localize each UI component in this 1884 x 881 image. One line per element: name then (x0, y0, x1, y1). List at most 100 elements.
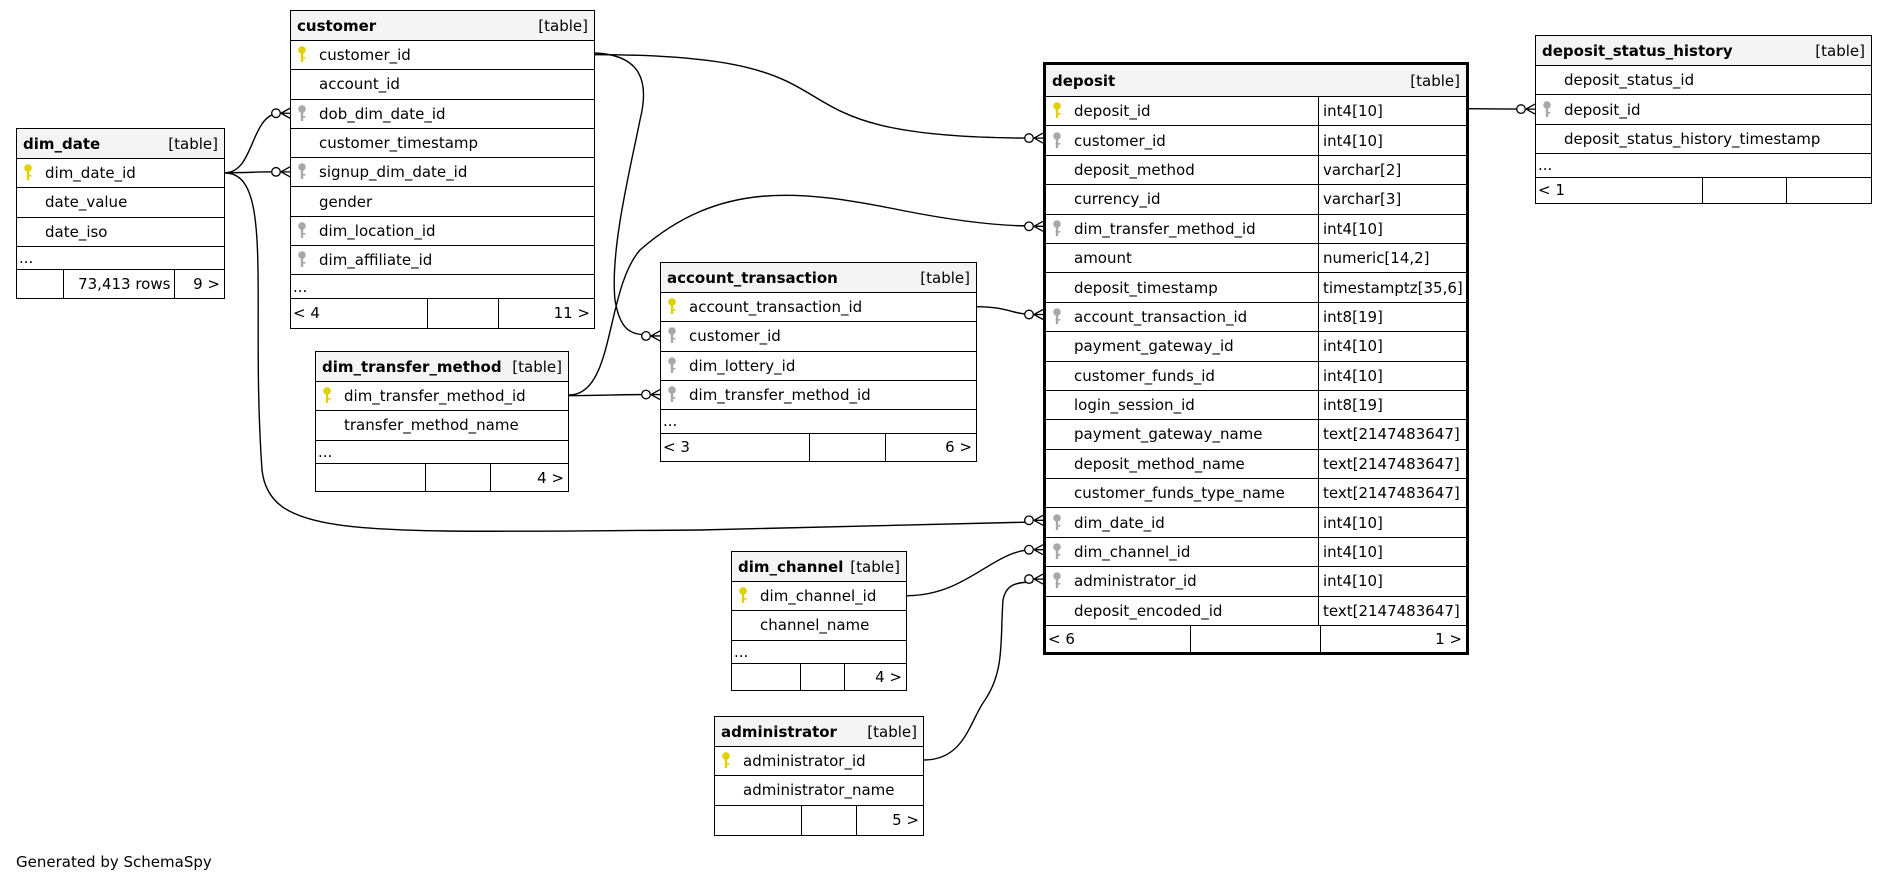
footer-parents[interactable] (715, 806, 801, 835)
table-kind: [table] (512, 357, 562, 376)
table-name[interactable]: customer (297, 16, 377, 35)
column-row[interactable]: dim_date_id (17, 159, 224, 189)
table-name[interactable]: deposit_status_history (1542, 41, 1733, 60)
footer-parents[interactable] (732, 664, 800, 690)
table-header[interactable]: dim_transfer_method [table] (316, 352, 568, 382)
footer-children[interactable]: 9 > (174, 270, 224, 299)
table-kind: [table] (1815, 41, 1865, 60)
footer-children[interactable]: 4 > (843, 664, 906, 691)
column-type: int4[10] (1318, 537, 1466, 567)
table-header[interactable]: account_transaction [table] (661, 263, 976, 293)
table-account-transaction[interactable]: account_transaction [table] account_tran… (660, 262, 977, 462)
column-row[interactable]: dob_dim_date_id (291, 100, 594, 129)
column-row[interactable]: customer_id (661, 322, 976, 352)
footer-parents[interactable] (316, 464, 425, 491)
table-header[interactable]: administrator [table] (715, 717, 923, 747)
footer-children[interactable]: 4 > (489, 464, 568, 492)
table-name[interactable]: dim_transfer_method (322, 357, 502, 376)
table-footer: < 1 (1536, 177, 1872, 203)
more-columns-row[interactable]: ... (732, 641, 906, 665)
column-row[interactable]: transfer_method_name (316, 411, 568, 441)
table-dim-date[interactable]: dim_date [table] dim_date_id date_value … (16, 128, 225, 300)
table-header[interactable]: deposit [table] (1046, 65, 1466, 97)
table-dim-channel[interactable]: dim_channel [table] dim_channel_id chann… (731, 551, 907, 692)
column-row[interactable]: deposit_status_id (1536, 66, 1871, 96)
footer-children[interactable]: 6 > (884, 433, 976, 461)
table-deposit-status-history[interactable]: deposit_status_history [table] deposit_s… (1535, 35, 1872, 204)
column-row[interactable]: administrator_name (715, 776, 923, 806)
column-name: deposit_id (1074, 102, 1151, 121)
footer-parents[interactable]: < 6 (1048, 630, 1075, 649)
table-kind: [table] (867, 722, 917, 741)
column-row[interactable]: account_id (291, 70, 594, 100)
footer-children[interactable]: 11 > (497, 298, 594, 328)
column-row[interactable]: dim_transfer_method_id (316, 382, 568, 412)
table-name[interactable]: account_transaction (667, 268, 838, 287)
table-name[interactable]: dim_date (23, 134, 101, 153)
more-columns-row[interactable]: ... (1536, 154, 1871, 178)
table-header[interactable]: deposit_status_history [table] (1536, 36, 1871, 66)
footer-rows (800, 664, 844, 691)
more-columns-row[interactable]: ... (316, 441, 568, 465)
column-row[interactable]: date_value (17, 188, 224, 218)
footer-children[interactable]: 1 > (1320, 626, 1466, 653)
column-row[interactable]: customer_id (291, 41, 594, 71)
column-row[interactable]: gender (291, 187, 594, 217)
table-name[interactable]: dim_channel (738, 557, 844, 576)
table-header[interactable]: customer [table] (291, 11, 594, 41)
column-row[interactable]: dim_affiliate_id (291, 246, 594, 276)
footer-parents[interactable]: < 1 (1538, 181, 1565, 200)
footer-parents[interactable]: < 3 (663, 438, 690, 457)
column-row[interactable]: signup_dim_date_id (291, 158, 594, 188)
table-dim-transfer-method[interactable]: dim_transfer_method [table] dim_transfer… (315, 351, 569, 493)
column-row[interactable]: channel_name (732, 611, 906, 641)
column-row[interactable]: customer_timestamp (291, 129, 594, 159)
more-columns-row[interactable]: ... (17, 247, 224, 271)
footer-parents[interactable] (17, 270, 63, 298)
column-row[interactable]: account_transaction_id (661, 293, 976, 323)
column-row[interactable]: date_iso (17, 218, 224, 247)
relationship-line (568, 393, 651, 397)
table-customer[interactable]: customer [table] customer_id account_id … (290, 10, 595, 329)
footer-children[interactable]: 5 > (855, 805, 923, 835)
footer-parents[interactable]: < 4 (293, 304, 320, 323)
column-name: amount (1074, 249, 1132, 268)
table-header[interactable]: dim_date [table] (17, 129, 224, 159)
column-row[interactable]: dim_channel_id (732, 582, 906, 612)
more-columns-row[interactable]: ... (661, 410, 976, 434)
column-row[interactable]: dim_lottery_id (661, 352, 976, 381)
table-header[interactable]: dim_channel [table] (732, 552, 906, 582)
table-name[interactable]: administrator (721, 722, 837, 741)
table-footer: < 6 1 > (1046, 626, 1466, 653)
column-row[interactable]: administrator_id (715, 747, 923, 777)
table-name[interactable]: deposit (1052, 71, 1116, 90)
column-row[interactable]: deposit_id (1536, 95, 1871, 125)
column-row[interactable]: dim_transfer_method_id (661, 381, 976, 411)
column-row[interactable]: dim_location_id (291, 217, 594, 247)
more-columns-row[interactable]: ... (291, 275, 594, 299)
crows-foot-marker (1033, 308, 1044, 321)
column-row[interactable]: deposit_status_history_timestamp (1536, 125, 1871, 155)
footer-children[interactable] (1785, 177, 1872, 203)
table-administrator[interactable]: administrator [table] administrator_id a… (714, 716, 924, 836)
